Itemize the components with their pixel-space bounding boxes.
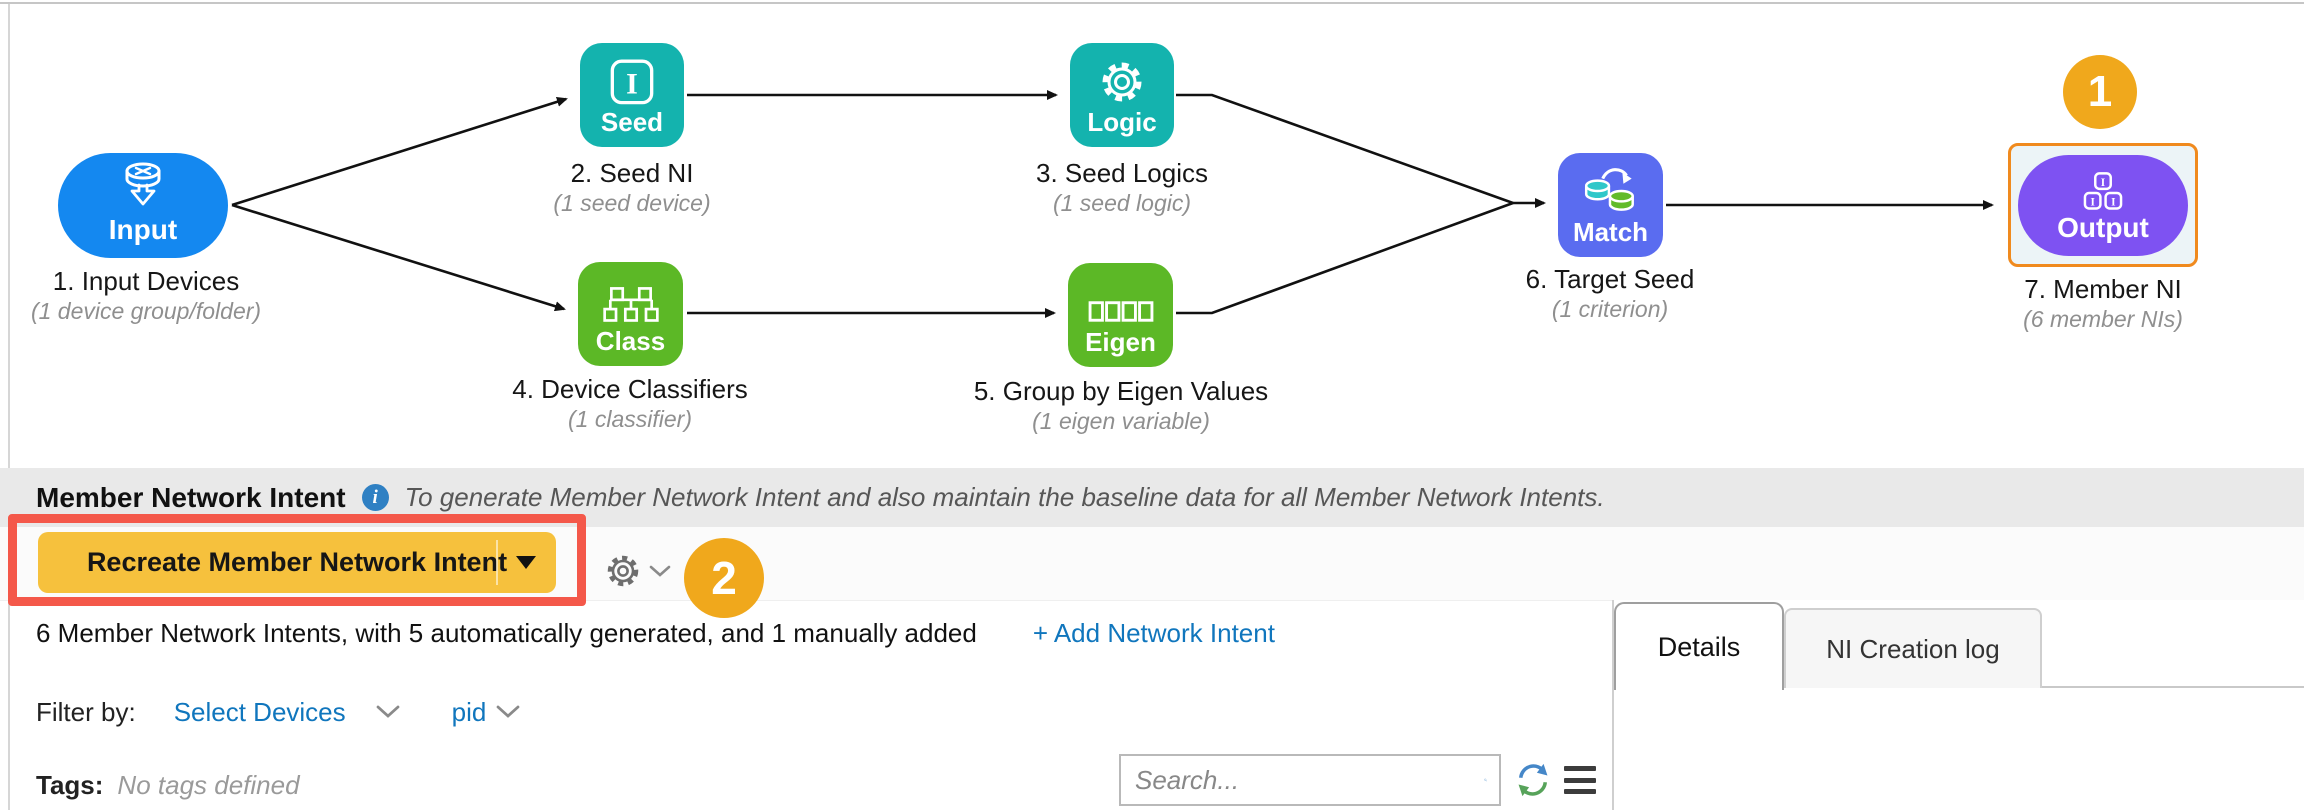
search-box xyxy=(1119,754,1501,806)
node-match-label: Match xyxy=(1572,217,1649,247)
node-class[interactable]: Class xyxy=(578,262,683,366)
svg-text:I: I xyxy=(2101,177,2106,189)
menu-icon[interactable] xyxy=(1564,766,1596,794)
button-dropdown-caret-icon[interactable] xyxy=(516,556,536,569)
node-class-caption: 4. Device Classifiers (1 classifier) xyxy=(512,374,748,432)
svg-text:I: I xyxy=(2090,196,2095,208)
node-match[interactable]: Match xyxy=(1558,153,1663,257)
node-eigen-label: Eigen xyxy=(1085,327,1156,357)
top-divider xyxy=(0,2,2304,4)
node-output-label: Output xyxy=(2057,212,2149,243)
match-cylinders-icon xyxy=(1584,168,1634,211)
refresh-icon[interactable] xyxy=(1513,760,1553,800)
tags-value: No tags defined xyxy=(117,769,300,800)
svg-text:I: I xyxy=(2111,196,2116,208)
node-logic[interactable]: Logic xyxy=(1070,43,1174,147)
annotation-badge-1: 1 xyxy=(2063,55,2137,129)
node-logic-label: Logic xyxy=(1087,107,1157,137)
squares-row-icon xyxy=(1088,301,1153,322)
router-input-icon xyxy=(125,162,161,206)
pid-chevron-icon[interactable] xyxy=(496,705,520,719)
info-icon[interactable]: i xyxy=(361,484,389,511)
filter-row: Filter by: Select Devices pid xyxy=(36,692,520,732)
add-network-intent-link[interactable]: + Add Network Intent xyxy=(1032,617,1275,648)
recreate-member-ni-button-label: Recreate Member Network Intent xyxy=(86,547,508,577)
filter-by-label: Filter by: xyxy=(36,696,136,727)
section-description: To generate Member Network Intent and al… xyxy=(404,482,1605,512)
summary-row: 6 Member Network Intents, with 5 automat… xyxy=(36,612,1275,654)
hierarchy-icon xyxy=(602,287,659,322)
annotation-badge-2: 2 xyxy=(684,538,764,618)
tab-ni-creation-log[interactable]: NI Creation log xyxy=(1784,608,2042,688)
left-divider xyxy=(8,4,10,810)
button-split-divider xyxy=(496,540,498,585)
node-class-label: Class xyxy=(595,326,666,356)
node-output[interactable]: I I I Output xyxy=(2018,155,2188,256)
node-eigen-caption: 5. Group by Eigen Values (1 eigen variab… xyxy=(973,376,1269,434)
node-input-label: Input xyxy=(108,214,178,245)
tab-details[interactable]: Details xyxy=(1614,602,1784,690)
select-devices-chevron-icon[interactable] xyxy=(376,705,400,719)
output-blocks-icon: I I I xyxy=(2083,172,2123,210)
node-eigen[interactable]: Eigen xyxy=(1068,263,1173,367)
member-ni-summary: 6 Member Network Intents, with 5 automat… xyxy=(36,617,977,648)
search-input[interactable] xyxy=(1121,756,1484,804)
node-seed-label: Seed xyxy=(600,107,664,137)
node-input-caption: 1. Input Devices (1 device group/folder) xyxy=(30,266,262,324)
node-output-caption: 7. Member NI (6 member NIs) xyxy=(2023,274,2183,332)
tags-row: Tags: No tags defined xyxy=(36,766,300,804)
node-match-caption: 6. Target Seed (1 criterion) xyxy=(1525,264,1695,322)
search-icon[interactable] xyxy=(1484,763,1487,797)
tags-label: Tags: xyxy=(36,769,104,800)
section-title: Member Network Intent xyxy=(36,481,346,513)
flow-arrows xyxy=(231,90,1994,318)
recreate-member-ni-button[interactable]: Recreate Member Network Intent xyxy=(38,532,556,593)
gear-icon xyxy=(1102,62,1142,102)
settings-chevron-down-icon[interactable] xyxy=(648,563,672,579)
settings-gear-icon[interactable] xyxy=(603,551,643,591)
node-logic-caption: 3. Seed Logics (1 seed logic) xyxy=(1035,158,1208,216)
details-panel: Details NI Creation log xyxy=(1612,600,2304,810)
pid-dropdown[interactable]: pid xyxy=(451,696,487,727)
annotation-red-box xyxy=(8,514,586,606)
seed-i-icon: I xyxy=(610,59,654,105)
panel-tab-row: Details NI Creation log xyxy=(1614,600,2304,690)
select-devices-dropdown[interactable]: Select Devices xyxy=(173,696,346,727)
node-input[interactable]: Input xyxy=(58,153,228,258)
svg-text:I: I xyxy=(626,67,638,100)
node-seed[interactable]: I Seed xyxy=(580,43,684,147)
node-seed-caption: 2. Seed NI (1 seed device) xyxy=(553,158,711,216)
